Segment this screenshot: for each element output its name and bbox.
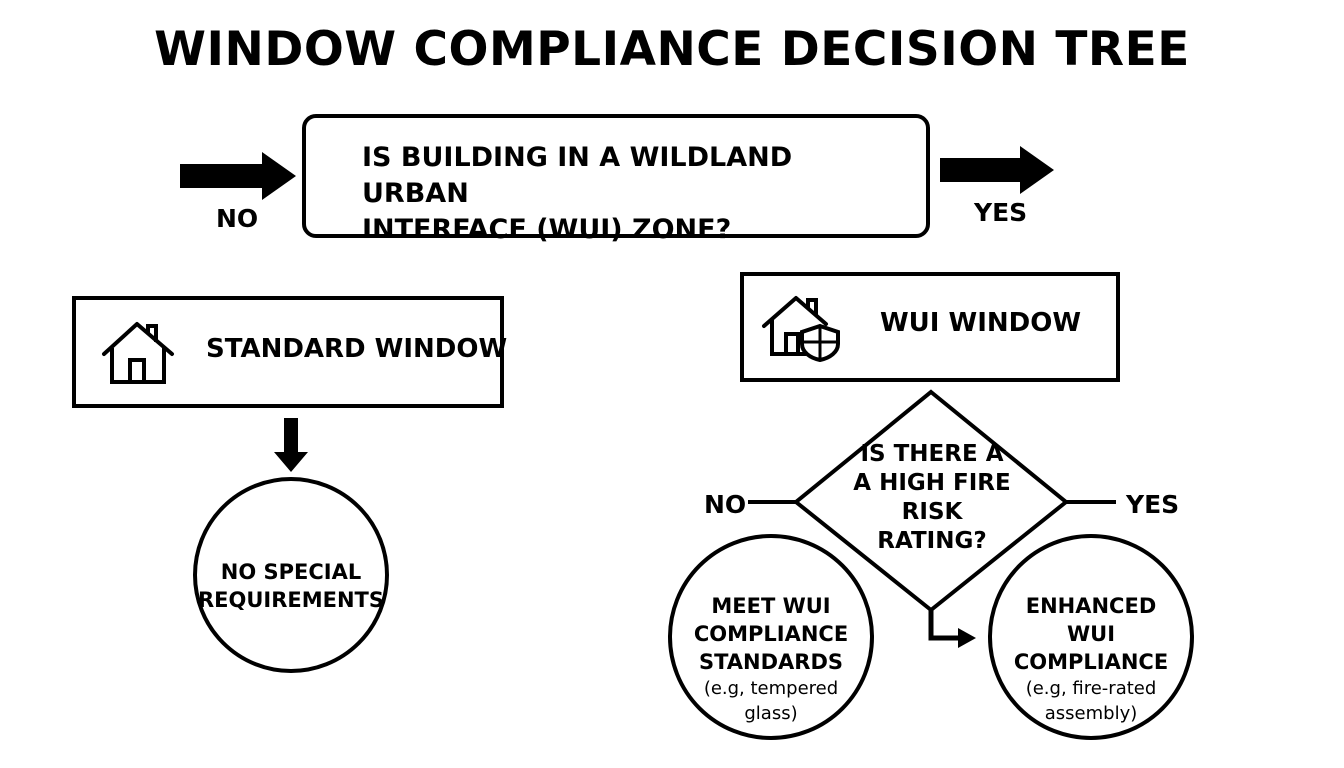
- fire-question-line-3: RISK: [901, 499, 963, 525]
- meet-wui-text: MEET WUI COMPLIANCE STANDARDS (e.g, temp…: [676, 592, 866, 726]
- wui-zone-question: IS BUILDING IN A WILDLAND URBAN INTERFAC…: [362, 140, 902, 248]
- no-special-line-1: NO SPECIAL: [220, 560, 362, 584]
- house-icon: [102, 322, 174, 384]
- question-line-1: IS BUILDING IN A WILDLAND URBAN: [362, 142, 793, 209]
- enhanced-wui-line-1: ENHANCED: [1025, 594, 1157, 618]
- meet-wui-line-3: STANDARDS: [698, 650, 844, 674]
- wui-zone-question-box: [302, 114, 930, 238]
- fire-question-line-4: RATING?: [877, 528, 987, 554]
- enhanced-wui-circle: [988, 534, 1194, 740]
- standard-window-label: STANDARD WINDOW: [206, 334, 508, 364]
- yes-label-diamond: YES: [1126, 490, 1180, 519]
- down-arrow-standard: [274, 418, 308, 472]
- enhanced-wui-note-1: (e.g, fire-rated: [1025, 678, 1157, 699]
- question-line-2: INTERFACE (WUI) ZONE?: [362, 214, 732, 245]
- no-special-text: NO SPECIAL REQUIREMENTS: [196, 558, 386, 614]
- no-special-line-2: REQUIREMENTS: [197, 588, 385, 612]
- no-special-circle: [193, 477, 389, 673]
- meet-wui-circle: [668, 534, 874, 740]
- fire-question-line-1: IS THERE A: [860, 441, 1004, 467]
- no-arrow-top: [180, 152, 296, 200]
- house-shield-icon: [762, 296, 840, 362]
- meet-wui-line-1: MEET WUI: [711, 594, 831, 618]
- enhanced-wui-text: ENHANCED WUI COMPLIANCE (e.g, fire-rated…: [992, 592, 1190, 726]
- meet-wui-line-2: COMPLIANCE: [693, 622, 849, 646]
- no-label-top: NO: [216, 204, 259, 233]
- fire-risk-question: IS THERE A A HIGH FIRE RISK RATING?: [842, 440, 1022, 556]
- no-label-diamond: NO: [704, 490, 747, 519]
- wui-window-box: [740, 272, 1120, 382]
- page-title: WINDOW COMPLIANCE DECISION TREE: [154, 22, 1190, 77]
- yes-label-top: YES: [974, 198, 1028, 227]
- yes-arrow-top: [940, 146, 1054, 194]
- enhanced-wui-note-2: assembly): [1044, 703, 1138, 724]
- bent-arrow-line: [928, 610, 960, 641]
- standard-window-box: [72, 296, 504, 408]
- fire-question-line-2: A HIGH FIRE: [853, 470, 1011, 496]
- bent-arrow-head: [958, 628, 976, 648]
- enhanced-wui-line-2: WUI COMPLIANCE: [1013, 622, 1169, 674]
- wui-window-label: WUI WINDOW: [880, 308, 1081, 338]
- meet-wui-note: (e.g, tempered glass): [703, 678, 839, 724]
